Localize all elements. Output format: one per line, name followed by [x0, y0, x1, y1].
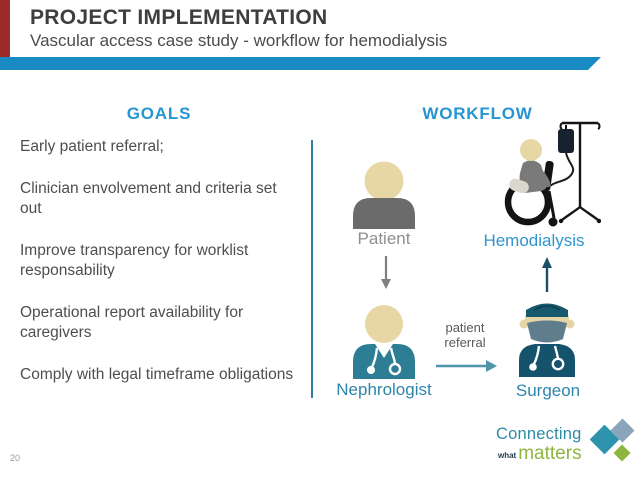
goals-heading: GOALS	[126, 104, 192, 123]
logo-word-connecting: Connecting	[496, 425, 582, 443]
page-title: PROJECT IMPLEMENTATION	[30, 6, 328, 29]
goal-item: Comply with legal timeframe obligations	[20, 365, 294, 383]
logo-diamond-icon	[613, 444, 631, 462]
surgeon-label: Surgeon	[515, 381, 581, 400]
goals-list: Early patient referral; Clinician envolv…	[20, 137, 302, 406]
header-divider-bar	[0, 57, 601, 70]
arrow-down-icon	[381, 256, 391, 289]
goal-item: Operational report availability for care…	[20, 303, 244, 342]
nephrologist-icon	[353, 305, 415, 379]
nephrologist-label: Nephrologist	[336, 380, 432, 399]
hemodialysis-label: Hemodialysis	[483, 231, 585, 250]
goal-item: Improve transparency for worklist respon…	[20, 241, 249, 280]
patient-label: Patient	[357, 229, 411, 248]
workflow-heading: WORKFLOW	[422, 104, 533, 123]
left-accent-bar	[0, 0, 10, 57]
page-number: 20	[10, 453, 21, 463]
logo-word-what: what	[498, 450, 517, 460]
section-divider-line	[311, 140, 313, 398]
logo-word-matters: matters	[518, 442, 582, 464]
hemodialysis-wheelchair-iv-icon	[504, 121, 601, 227]
goal-item: Early patient referral;	[20, 138, 164, 155]
goal-item: Clinician envolvement and criteria set o…	[20, 179, 277, 218]
surgeon-icon	[519, 303, 575, 377]
arrow-right-icon	[436, 360, 497, 372]
arrow-up-icon	[542, 257, 552, 292]
page-subtitle: Vascular access case study - workflow fo…	[30, 31, 448, 50]
patient-icon	[353, 161, 415, 229]
connecting-matters-logo: Connecting what matters	[496, 426, 582, 463]
patient-referral-label: patient referral	[444, 320, 486, 350]
